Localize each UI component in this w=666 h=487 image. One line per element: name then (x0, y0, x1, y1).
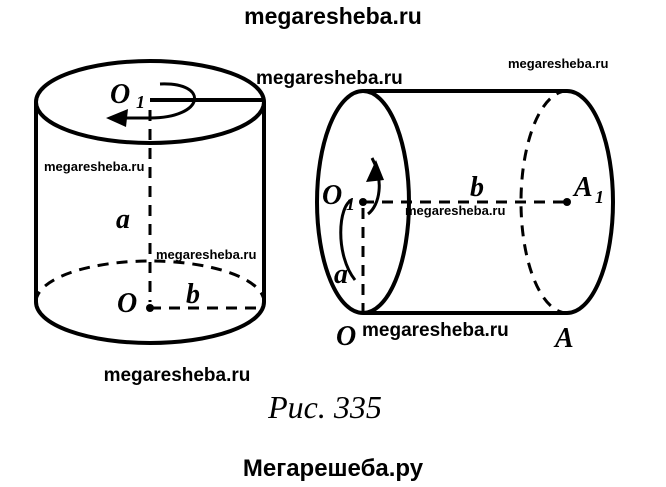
watermark-right-bottom: megaresheba.ru (362, 320, 509, 341)
right-right-center-label: A (572, 172, 593, 203)
watermark-left-top-right: megaresheba.ru (256, 68, 403, 89)
left-cylinder-bottom-back-arc (34, 259, 266, 303)
left-cylinder-bottom-center-point (146, 304, 154, 312)
watermark-right-axis: megaresheba.ru (405, 203, 505, 218)
watermark-left-bottom-inside: megaresheba.ru (156, 247, 256, 262)
right-cylinder-right-back-arc (519, 89, 568, 315)
right-bottom-right-label: A (553, 323, 574, 354)
watermark-right-top: megaresheba.ru (508, 56, 608, 71)
right-cylinder-right-front-arc (566, 89, 615, 315)
left-bottom-center-label: O (117, 288, 137, 319)
watermark-left-below: megaresheba.ru (104, 365, 251, 386)
left-cylinder: O 1 a O b (34, 59, 266, 345)
right-radius-label-a: a (334, 259, 348, 290)
figure-caption: Рис. 335 (267, 389, 382, 425)
rotation-arrow-icon (118, 82, 196, 120)
right-axis-label-b: b (470, 172, 484, 203)
right-cylinder-left-center-point (359, 198, 367, 206)
left-cylinder-bottom-front-arc (34, 301, 266, 345)
right-bottom-left-label: O (336, 321, 356, 352)
watermark-top: megaresheba.ru (244, 3, 422, 29)
rotation-arrowhead-icon-right (366, 160, 384, 182)
right-cylinder-right-center-point (563, 198, 571, 206)
left-top-center-subscript: 1 (136, 92, 145, 112)
left-top-center-label: O (110, 79, 130, 110)
watermark-footer: Мегарешеба.ру (243, 455, 424, 482)
right-right-center-subscript: 1 (595, 187, 604, 207)
watermark-left-mid: megaresheba.ru (44, 159, 144, 174)
left-side-label-a: a (116, 204, 130, 235)
right-cylinder: O 1 b A 1 a O A (315, 89, 615, 354)
right-left-center-subscript: 1 (346, 194, 355, 214)
left-radius-label-b: b (186, 279, 200, 310)
rotation-arrowhead-icon (106, 109, 128, 127)
right-left-center-label: O (322, 180, 342, 211)
